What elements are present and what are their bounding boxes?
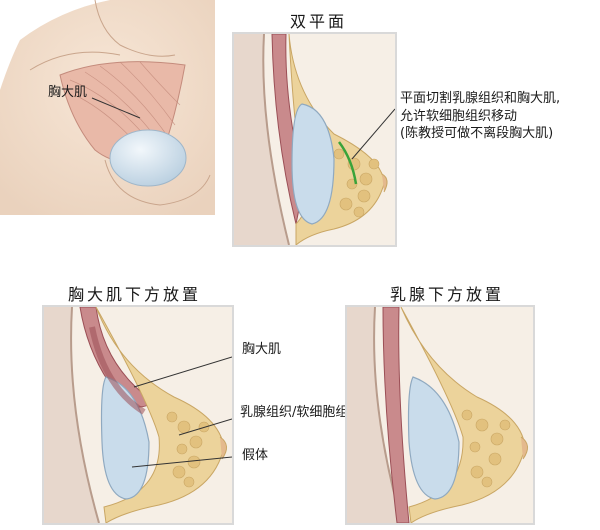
- submuscular-muscle-label: 胸大肌: [242, 342, 282, 357]
- dual-plane-note-line2: 允许软细胞组织移动: [400, 108, 518, 124]
- submuscular-implant-label: 假体: [242, 448, 269, 463]
- dual-plane-note-line1: 平面切割乳腺组织和胸大肌,: [400, 91, 561, 106]
- dual-plane-panel: [232, 32, 397, 247]
- subglandular-diagram: [347, 307, 533, 523]
- dual-plane-diagram: [234, 34, 395, 245]
- dual-plane-title: 双平面: [290, 12, 348, 31]
- subglandular-panel: [345, 305, 535, 525]
- submuscular-diagram: [44, 307, 232, 523]
- anatomy-illustration: 胸大肌: [0, 0, 215, 215]
- dual-plane-note: 平面切割乳腺组织和胸大肌, 允许软细胞组织移动 (陈教授可做不离段胸大肌): [400, 90, 560, 143]
- torso-drawing: [0, 0, 215, 215]
- subglandular-title: 乳腺下方放置: [390, 285, 505, 304]
- submuscular-title: 胸大肌下方放置: [68, 285, 202, 304]
- submuscular-panel: [42, 305, 234, 525]
- dual-plane-note-line3: (陈教授可做不离段胸大肌): [400, 126, 554, 142]
- submuscular-tissue-label: 乳腺组织/软细胞组织: [240, 405, 362, 420]
- pectoralis-label: 胸大肌: [48, 85, 88, 100]
